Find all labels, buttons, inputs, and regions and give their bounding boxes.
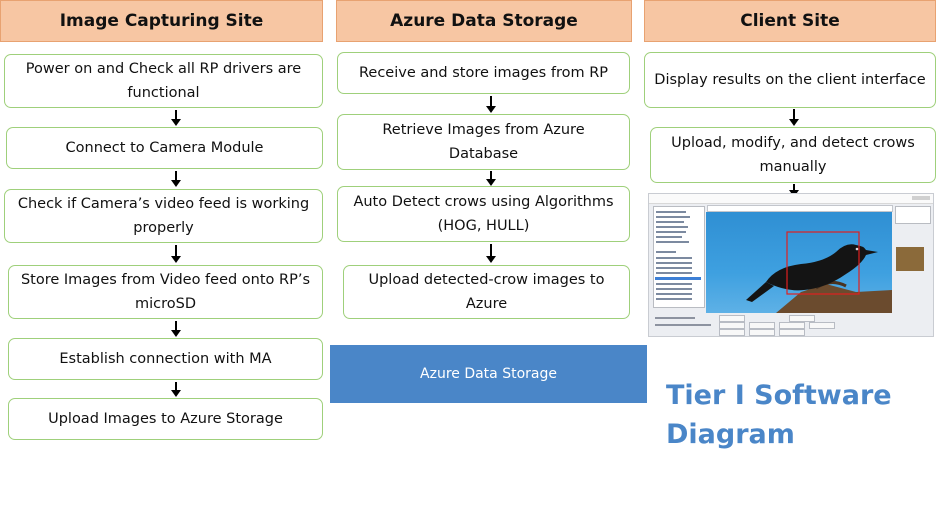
crow-detection-app-screenshot: [648, 193, 934, 337]
arrow-down-icon: [485, 171, 497, 186]
app-titlebar: [649, 194, 933, 204]
storage-step-auto-detect: Auto Detect crows using Algorithms (HOG,…: [337, 186, 630, 242]
capture-step-store-images: Store Images from Video feed onto RP’s m…: [8, 265, 323, 319]
crow-photo: [706, 212, 892, 313]
app-file-list: [653, 206, 705, 308]
arrow-down-icon: [485, 244, 497, 263]
capture-step-connect-ma: Establish connection with MA: [8, 338, 323, 380]
app-button[interactable]: [779, 322, 805, 329]
storage-header: Azure Data Storage: [336, 0, 632, 42]
storage-step-upload-detected: Upload detected-crow images to Azure: [343, 265, 630, 319]
storage-step-receive: Receive and store images from RP: [337, 52, 630, 94]
diagram-title: Tier I Software Diagram: [666, 380, 892, 450]
app-button[interactable]: [719, 322, 745, 329]
app-path-bar: [707, 205, 893, 212]
app-button[interactable]: [719, 315, 745, 322]
arrow-down-icon: [170, 382, 182, 397]
client-site-header: Client Site: [644, 0, 936, 42]
app-button[interactable]: [789, 315, 815, 322]
client-step-upload-modify: Upload, modify, and detect crows manuall…: [650, 127, 936, 183]
capture-step-connect-camera: Connect to Camera Module: [6, 127, 323, 169]
crow-thumbnail: [896, 247, 924, 271]
arrow-down-icon: [170, 321, 182, 337]
arrow-down-icon: [170, 110, 182, 126]
arrow-down-icon: [170, 171, 182, 187]
arrow-down-icon: [788, 109, 800, 126]
capture-step-power-on: Power on and Check all RP drivers are fu…: [4, 54, 323, 108]
app-button[interactable]: [809, 322, 835, 329]
app-button[interactable]: [749, 322, 775, 329]
app-button[interactable]: [719, 329, 745, 336]
app-side-panel: [895, 206, 931, 224]
app-button[interactable]: [749, 329, 775, 336]
app-button[interactable]: [779, 329, 805, 336]
storage-step-retrieve: Retrieve Images from Azure Database: [337, 114, 630, 170]
arrow-down-icon: [170, 245, 182, 263]
client-step-display-results: Display results on the client interface: [644, 52, 936, 108]
azure-storage-block: Azure Data Storage: [330, 345, 647, 403]
capture-step-upload-images: Upload Images to Azure Storage: [8, 398, 323, 440]
arrow-down-icon: [485, 96, 497, 113]
capture-site-header: Image Capturing Site: [0, 0, 323, 42]
app-status-text: [655, 324, 711, 326]
crow-icon: [746, 231, 892, 313]
app-status-text: [655, 317, 695, 319]
window-controls-icon: [912, 196, 930, 200]
capture-step-check-feed: Check if Camera’s video feed is working …: [4, 189, 323, 243]
